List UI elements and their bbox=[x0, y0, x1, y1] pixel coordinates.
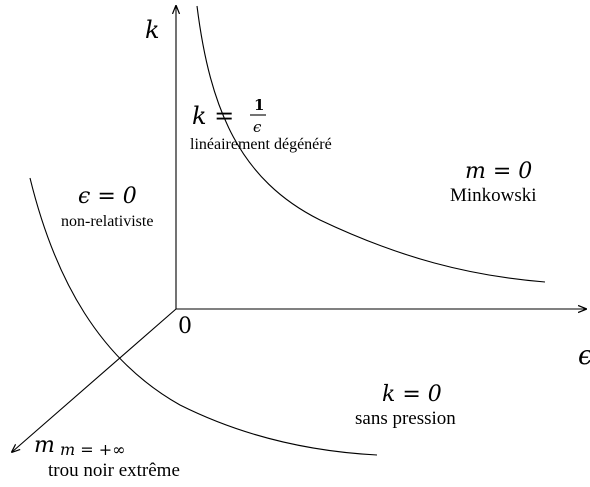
k-axis-label: k bbox=[145, 16, 160, 44]
hyperbola-curve bbox=[196, 5, 546, 283]
extreme-black-hole-formula: m = +∞ bbox=[60, 440, 125, 459]
hyperbola-formula-denominator: ϵ bbox=[253, 118, 262, 136]
pressureless-curve bbox=[29, 177, 378, 456]
nonrelativistic-region-name: non-relativiste bbox=[61, 213, 153, 230]
epsilon-axis-label: ϵ bbox=[578, 341, 590, 371]
hyperbola-region-name: linéairement dégénéré bbox=[190, 136, 332, 153]
hyperbola-formula-lhs: k = bbox=[192, 102, 234, 130]
pressureless-formula: k = 0 bbox=[382, 382, 442, 407]
m-axis-label: m bbox=[34, 433, 55, 458]
minkowski-region-name: Minkowski bbox=[450, 185, 537, 206]
nonrelativistic-formula: ϵ = 0 bbox=[78, 184, 137, 209]
origin-label: 0 bbox=[178, 314, 192, 339]
minkowski-formula: m = 0 bbox=[465, 159, 532, 184]
m-axis bbox=[12, 308, 177, 452]
extreme-black-hole-name: trou noir extrême bbox=[48, 460, 180, 481]
hyperbola-formula-numerator: 1 bbox=[254, 96, 264, 114]
pressureless-region-name: sans pression bbox=[355, 408, 456, 429]
